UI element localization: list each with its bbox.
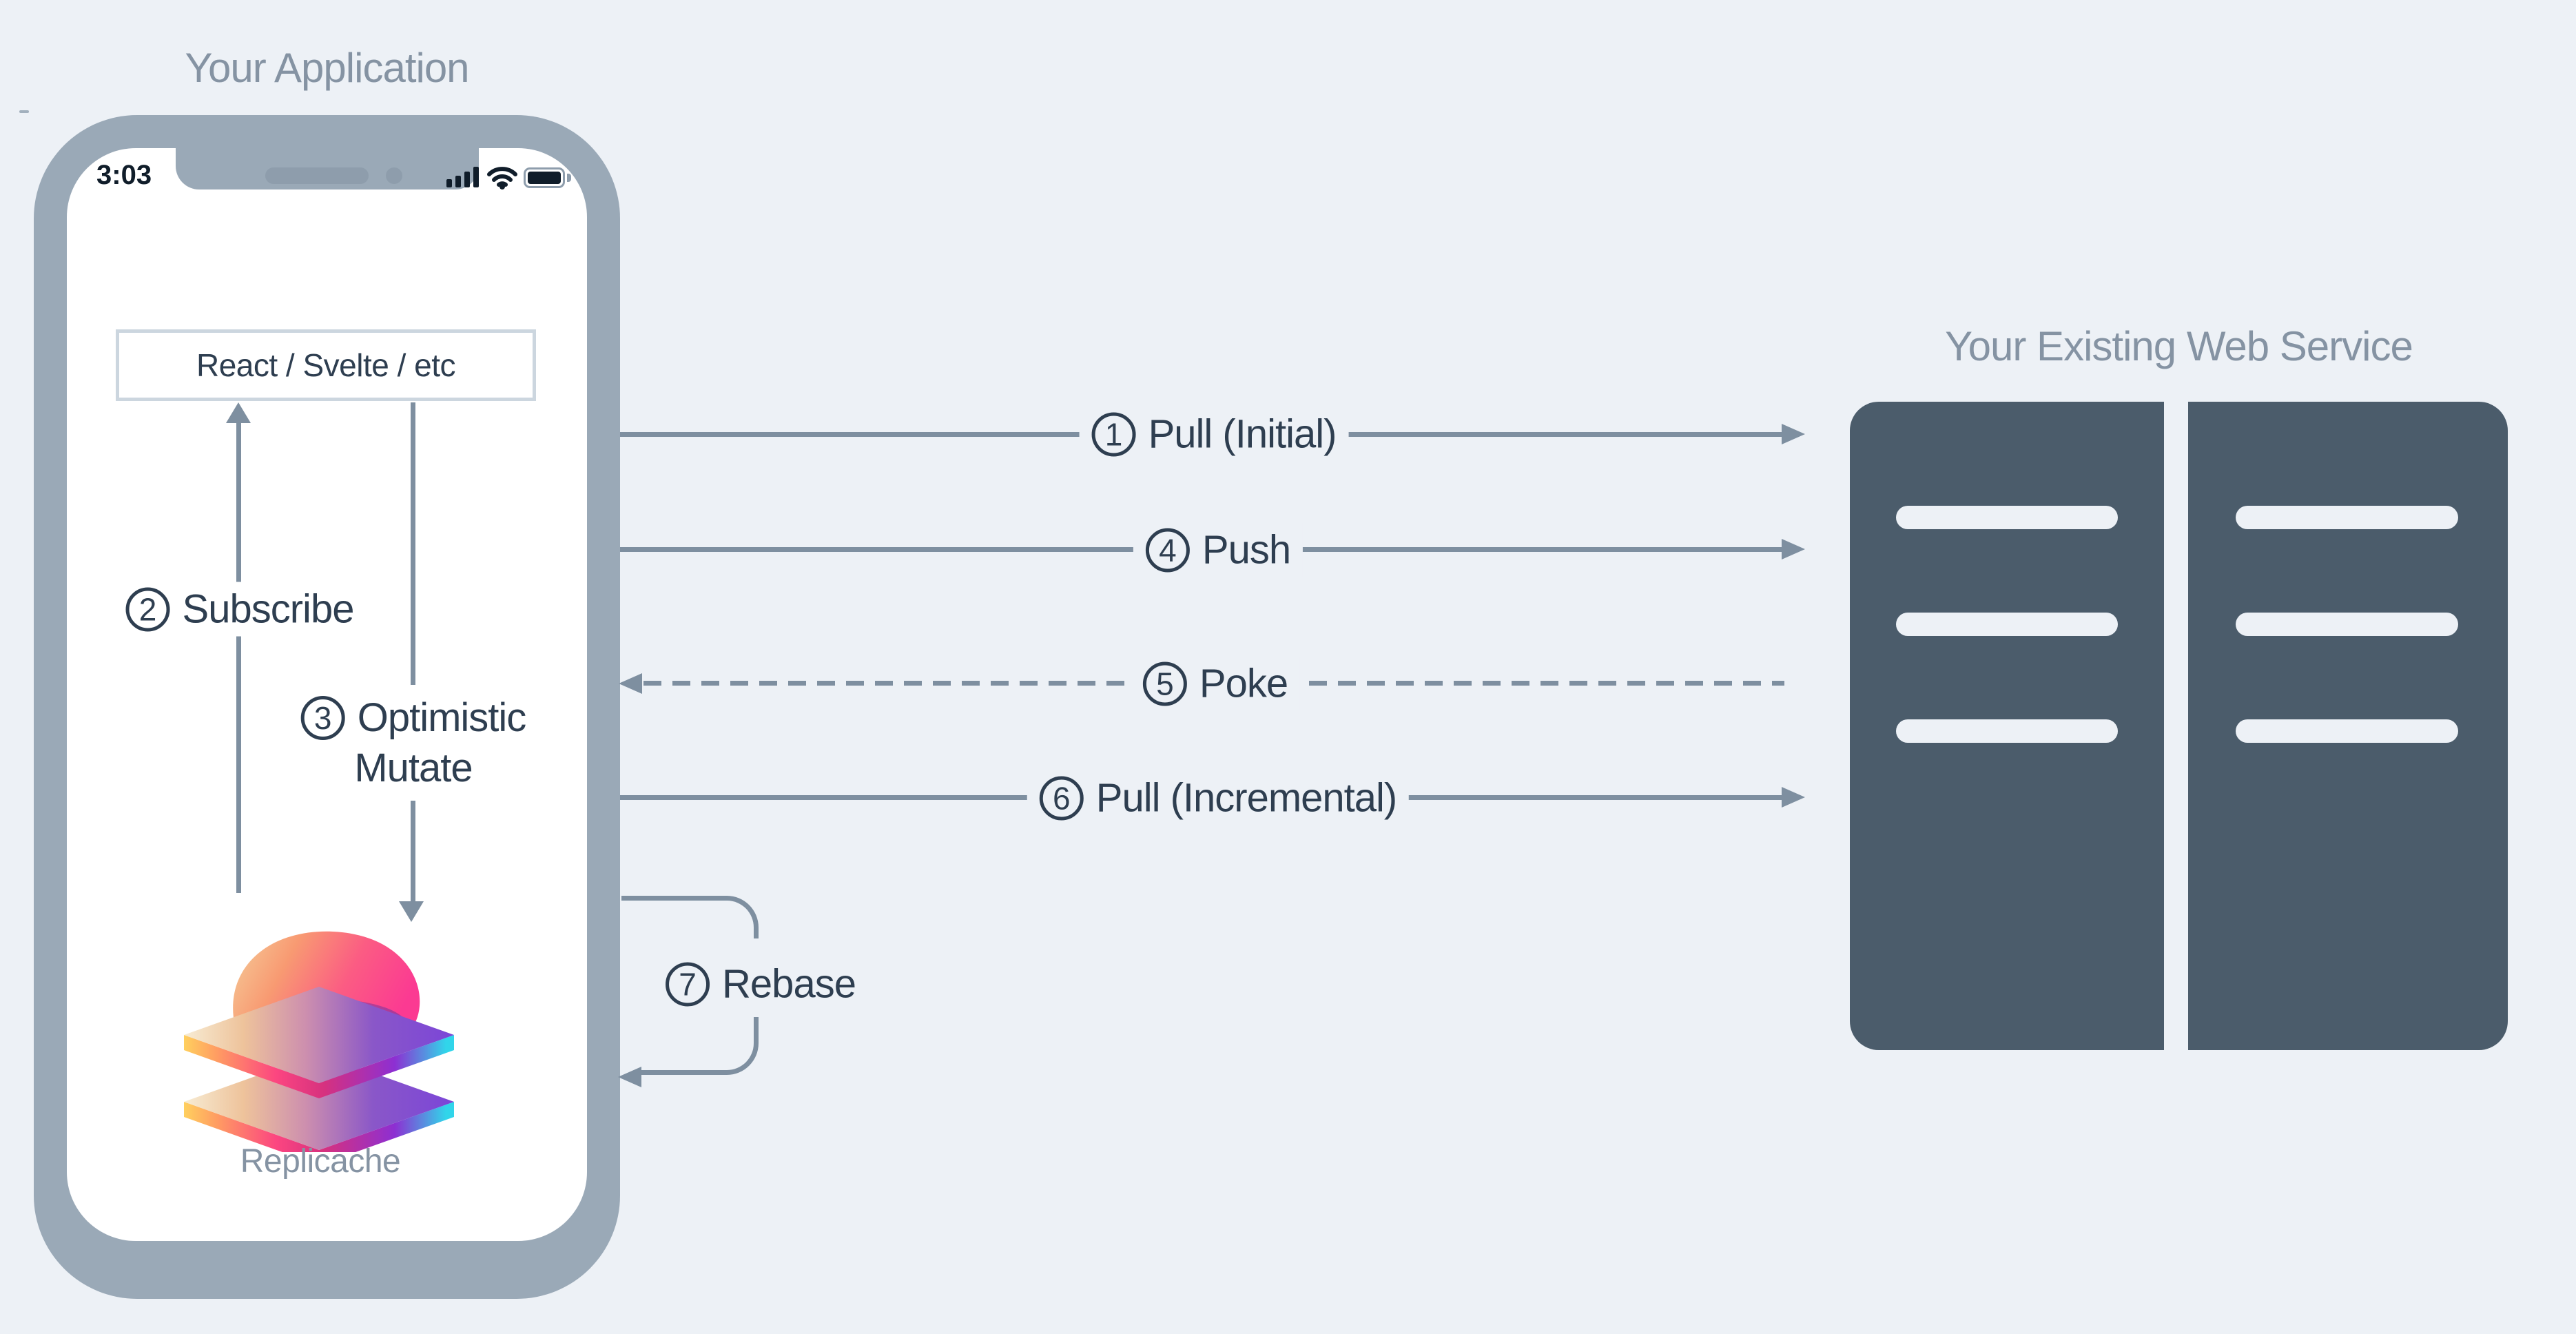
mutate-line <box>411 402 415 903</box>
arrowhead-left-icon <box>619 673 642 694</box>
server-racks <box>1850 402 2508 1050</box>
flow-label-text-line2: Mutate <box>354 746 473 790</box>
replicache-logo <box>184 931 454 1152</box>
flow-label-text: Rebase <box>722 961 856 1007</box>
flow-label-pull-incremental: 6 Pull (Incremental) <box>1027 770 1410 825</box>
flow-label-text: Push <box>1202 527 1291 573</box>
arrowhead-left-icon <box>618 1067 641 1087</box>
flow-label-text: Pull (Incremental) <box>1095 775 1397 821</box>
signal-bar <box>446 179 452 187</box>
flow-label-text: Pull (Initial) <box>1148 411 1337 457</box>
flow-label-poke: 5 Poke <box>1130 656 1301 711</box>
signal-bar <box>464 172 470 187</box>
flow-label-pull-initial: 1 Pull (Initial) <box>1079 407 1349 462</box>
arrowhead-right-icon <box>1782 787 1805 808</box>
flow-label-push: 4 Push <box>1133 522 1304 577</box>
arrowhead-up-icon <box>226 402 251 423</box>
logo-layer2-top <box>184 1054 454 1150</box>
step-number-circle: 1 <box>1091 412 1136 456</box>
step-number-circle: 7 <box>666 962 710 1006</box>
camera-dot <box>386 167 402 184</box>
rack-slot <box>2236 719 2458 743</box>
step-number-circle: 5 <box>1142 661 1187 706</box>
step-number-circle: 6 <box>1039 776 1084 820</box>
arrowhead-right-icon <box>1782 424 1805 444</box>
flow-label-subscribe: 2 Subscribe <box>113 582 367 637</box>
stray-dash <box>19 110 29 113</box>
flow-label-text: Poke <box>1199 661 1288 706</box>
step-number-circle: 4 <box>1145 528 1190 572</box>
rack-slot <box>1896 719 2118 743</box>
application-title: Your Application <box>185 45 469 91</box>
flow-label-text: Optimistic <box>357 695 527 740</box>
flow-label-optimistic-mutate: 3 Optimistic Mutate <box>285 685 542 801</box>
signal-bar <box>473 167 479 187</box>
logo-layer2-side <box>184 1102 454 1152</box>
logo-layer1-side <box>184 1035 454 1098</box>
step-number-circle: 3 <box>300 695 345 740</box>
battery-icon <box>524 167 565 188</box>
step-number-circle: 2 <box>125 587 170 631</box>
web-service-title: Your Existing Web Service <box>1945 323 2413 369</box>
signal-bar <box>455 176 461 187</box>
cellular-signal-icon <box>446 167 481 187</box>
arrowhead-down-icon <box>399 901 424 922</box>
rack-divider <box>2164 402 2188 1050</box>
rebase-loop-bottom <box>641 1017 759 1075</box>
rack-slot <box>2236 613 2458 636</box>
flow-label-rebase: 7 Rebase <box>653 956 868 1012</box>
subscribe-line <box>236 422 241 893</box>
wifi-icon <box>487 167 517 189</box>
status-time: 3:03 <box>96 160 152 190</box>
rebase-loop-top <box>621 896 759 938</box>
battery-nub <box>567 174 571 182</box>
flow-label-text: Subscribe <box>182 586 355 632</box>
rack-slot <box>2236 506 2458 529</box>
arrowhead-right-icon <box>1782 539 1805 560</box>
replicache-caption: Replicache <box>240 1143 401 1180</box>
framework-box: React / Svelte / etc <box>116 329 536 401</box>
logo-layer1-top <box>184 987 454 1083</box>
rack-slot <box>1896 506 2118 529</box>
rack-slot <box>1896 613 2118 636</box>
speaker-grille <box>265 167 369 184</box>
